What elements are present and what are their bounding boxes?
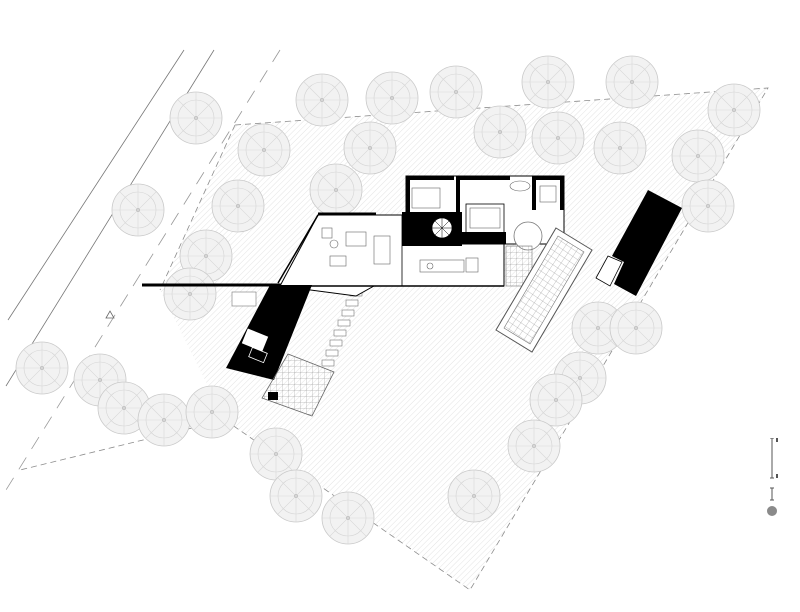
- bedroom-wing: [402, 175, 565, 246]
- tree-canopy: [111, 183, 165, 237]
- tiled-terrace: [261, 353, 335, 417]
- tree-canopy: [269, 469, 323, 523]
- tree-canopy: [671, 129, 725, 183]
- pool-pavilion: [595, 190, 682, 296]
- tree-canopy: [609, 301, 663, 355]
- tree-canopy: [137, 393, 191, 447]
- tree-canopy: [593, 121, 647, 175]
- tree-canopy: [15, 341, 69, 395]
- boundary-west: [159, 124, 236, 291]
- lot-landscape: [160, 88, 768, 590]
- tree-canopy: [321, 491, 375, 545]
- tree-canopy: [447, 469, 501, 523]
- tree-canopy: [529, 373, 583, 427]
- swimming-pool: [495, 227, 593, 353]
- tree-canopy: [343, 121, 397, 175]
- tree-canopy: [169, 91, 223, 145]
- tree-canopy: [429, 65, 483, 119]
- tree-canopy: [507, 419, 561, 473]
- tree-canopy: [163, 267, 217, 321]
- tree-canopy: [605, 55, 659, 109]
- tree-canopy: [295, 73, 349, 127]
- tree-canopy: [211, 179, 265, 233]
- tree-canopy: [365, 71, 419, 125]
- tree-canopy: [185, 385, 239, 439]
- tree-canopy: [237, 123, 291, 177]
- tree-canopy: [309, 163, 363, 217]
- tree-canopy: [681, 179, 735, 233]
- north-triangle: [105, 310, 115, 319]
- scale-bar: [767, 438, 778, 516]
- garage: [226, 285, 312, 380]
- tree-canopy: [473, 105, 527, 159]
- tree-canopy: [531, 111, 585, 165]
- tree-canopy: [521, 55, 575, 109]
- terrace-block: [268, 392, 278, 400]
- tree-canopy: [707, 83, 761, 137]
